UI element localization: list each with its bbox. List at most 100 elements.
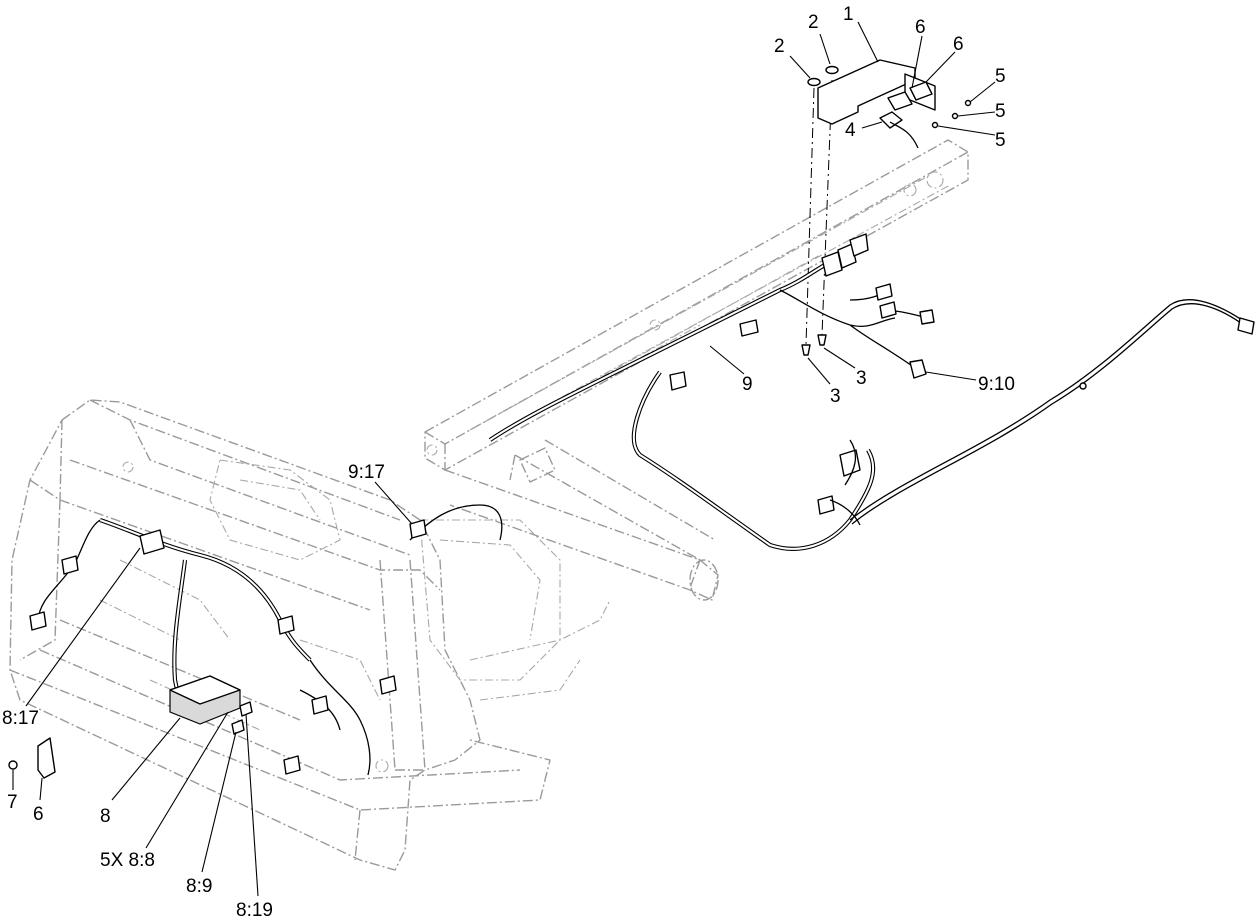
frame-lower-members [469,599,611,701]
callout-6-lower: 6 [33,804,44,825]
switch-body-a [887,91,913,111]
nut-5-c [931,121,939,129]
screw-3-a [801,344,811,356]
bolt-7 [8,760,18,770]
callout-5-mid: 5 [995,101,1006,122]
frame-front-crossmember [59,459,441,611]
leader-8 [111,717,181,801]
switch-body-b [909,81,933,101]
frame-rail-upper [424,139,969,471]
bracket-6-lower [37,737,56,779]
frame-rail-hole-1 [926,171,944,189]
nut-5-b [951,112,959,120]
harness-branch-right [779,289,916,369]
leader-2a [789,55,811,79]
leader-lines [12,21,996,897]
frame-front-upright-right [379,559,426,771]
screw-3-b [817,334,827,346]
connector-upper-c [919,309,935,325]
leader-6b [925,51,956,83]
leader-8-19 [245,713,259,897]
leader-8-9 [201,731,237,873]
callout-3-upper: 3 [856,368,867,389]
switch-4-wire [889,121,919,149]
callout-2-upper: 2 [808,12,819,33]
callout-6-right: 6 [953,34,964,55]
callout-7: 7 [7,792,18,813]
leader-5c [937,125,996,136]
leader-9 [709,345,745,375]
connector-9-10 [909,359,927,379]
callout-8-17: 8:17 [2,708,39,729]
frame-front-floor-inner [39,619,521,781]
leader-4 [861,121,883,129]
callout-2-left: 2 [774,36,785,57]
frame-bracket-mid [519,447,556,483]
harness-main-trunk [488,236,864,442]
frame-mount-hole-b [122,461,134,473]
leader-3b [823,347,856,369]
guide-line-left [805,87,815,346]
callout-5-bottom: 5 [995,130,1006,151]
connector-front-upper [61,555,79,575]
leader-2b [819,33,831,65]
frame-mount-hole-c [426,444,438,456]
frame-mount-hole-a [375,759,389,773]
frame-front-left-upright [19,419,63,661]
leader-6a [911,35,923,89]
connector-upper-a [875,283,893,301]
callout-5-top: 5 [995,66,1006,87]
connector-8-17 [139,529,165,555]
clip-rear-a [1079,382,1087,390]
nut-5-a [964,99,972,107]
connector-upper-b [879,301,897,319]
leader-1 [857,21,879,63]
callout-9: 9 [742,374,753,395]
front-harness-right-lead [299,659,371,776]
frame-rear-housing [419,519,561,681]
connector-loop-b [817,495,835,515]
frame-engine-block [209,459,341,561]
frame-inner-details [99,559,381,731]
leader-5b [957,111,996,117]
leader-8-17 [25,547,141,707]
connector-front-right-c [283,755,301,775]
leader-6c [39,777,43,801]
rear-harness [488,233,1255,551]
callout-6-upper: 6 [915,17,926,38]
callout-5x-8-8: 5X 8:8 [100,850,155,871]
switch-4 [879,111,903,129]
frame-tube-end [689,559,719,601]
harness-loop-branches [829,439,861,526]
front-harness-9-17-lead [409,504,503,541]
harness-long-lead [849,299,1246,521]
connector-drop [669,371,687,391]
frame-rail-upper-edge [424,151,969,470]
frame-front-floor [9,669,551,861]
front-harness-trunk [99,518,312,662]
callout-8-19: 8:19 [236,900,273,921]
callout-8-9: 8:9 [186,876,212,897]
harness-long-lead-2 [851,303,1246,525]
relay-block-b [837,243,857,269]
fuse-8-19 [239,701,253,717]
connector-front-right-b [311,695,329,715]
frame-rail-inner-lines [469,174,951,431]
relay-block-c [849,233,869,257]
callout-labels: 1 2 2 6 6 5 5 5 4 3 3 9 9:10 9:17 8:17 7… [2,4,1015,921]
leader-5a [969,81,996,103]
fuse-8-9 [231,719,245,735]
frame-front-top [89,399,411,556]
washer-2-right [825,65,839,75]
connector-loop-a [839,449,861,477]
connector-front-right-d [379,675,397,695]
relay-block-a [821,251,843,277]
front-harness [8,504,503,779]
ghosted-vehicle-frame [9,139,969,871]
connector-9-17 [409,519,427,539]
leader-5x88 [145,711,229,849]
washer-2-left [807,77,821,87]
connector-front-left [29,611,47,631]
leader-9-10 [925,371,977,381]
